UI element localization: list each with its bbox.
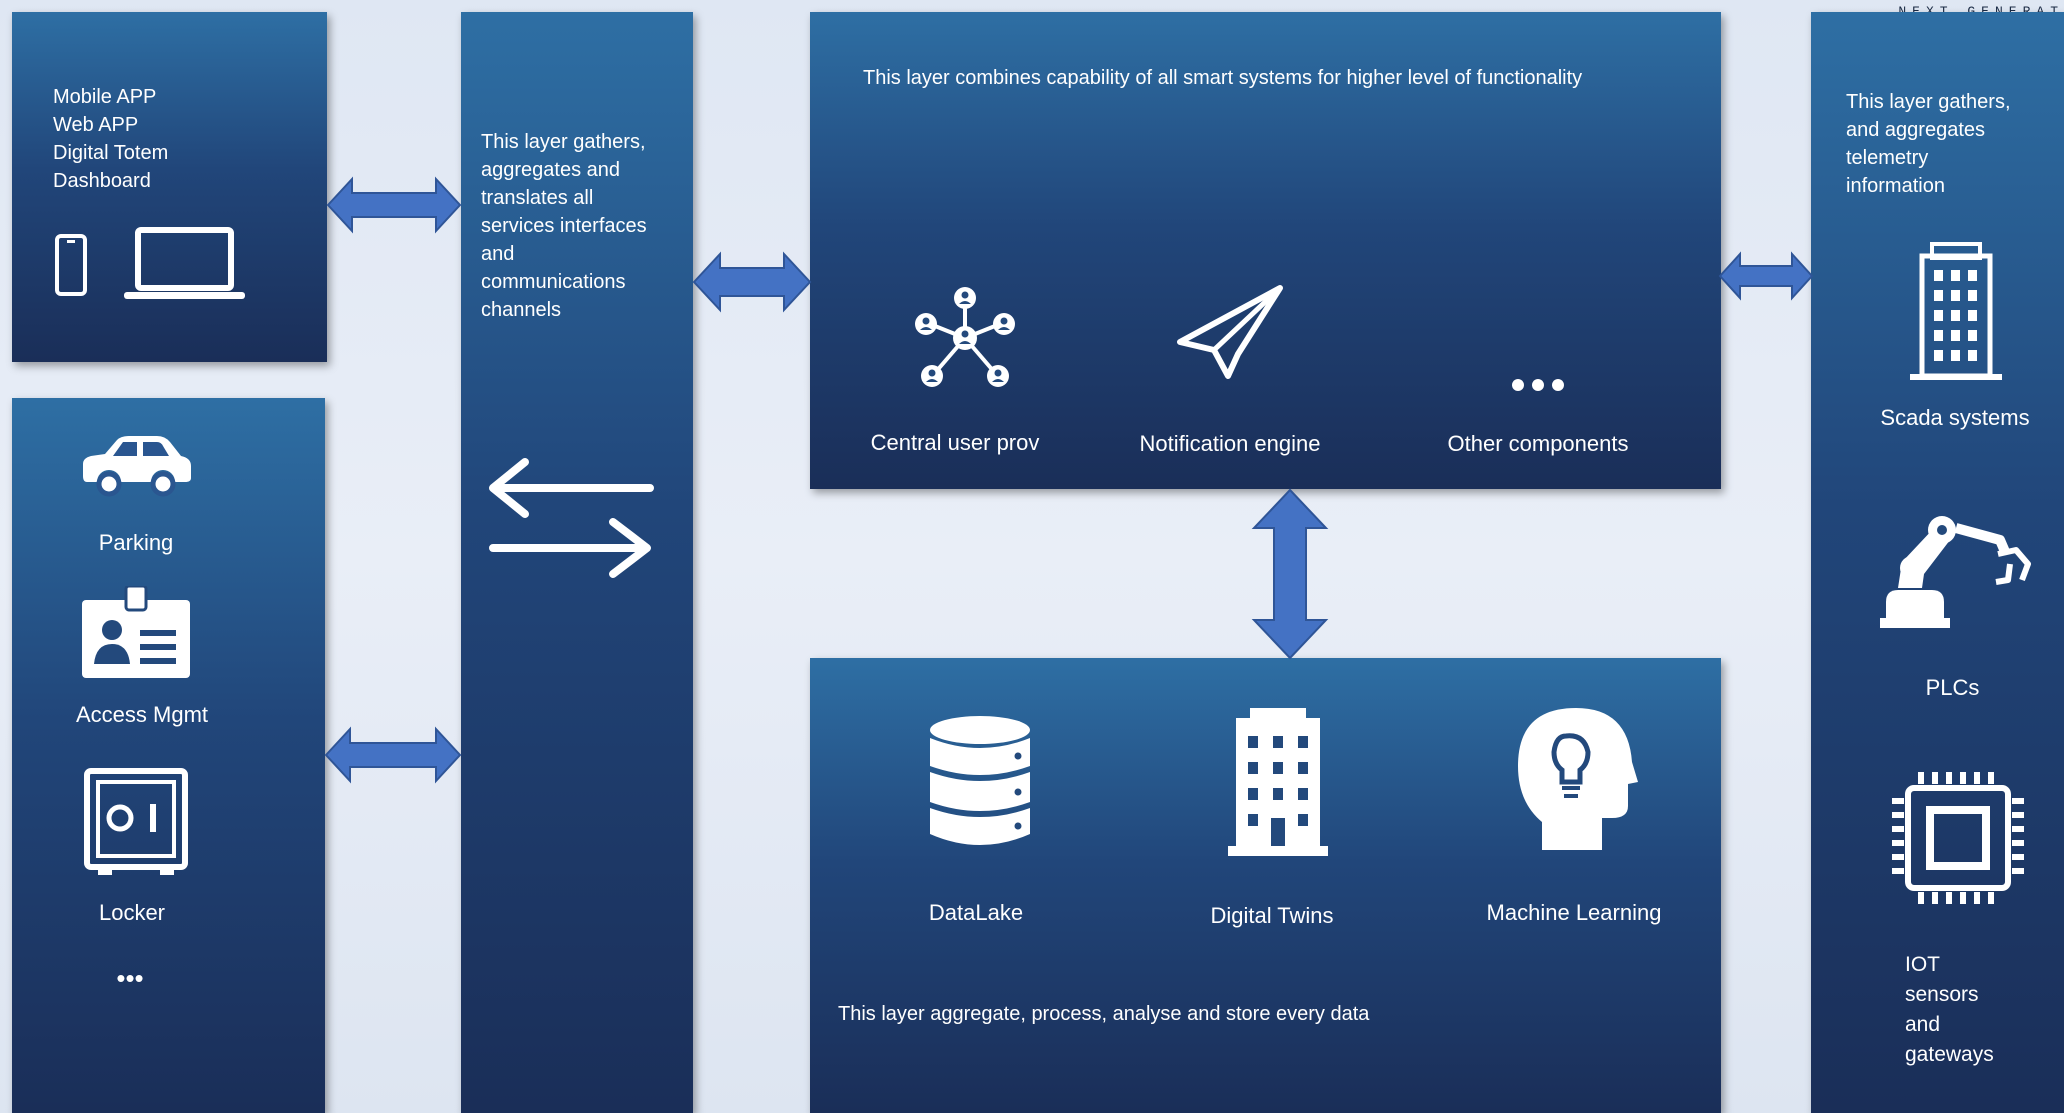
component-label-central-user: Central user prov [870, 430, 1040, 455]
id-badge-icon [82, 586, 190, 678]
services-more-ellipsis: ••• [116, 963, 144, 993]
arrow-smart-telemetry [1718, 251, 1814, 301]
data-label-datalake: DataLake [928, 900, 1024, 925]
arrow-smart-data [1251, 488, 1329, 660]
smart-layer-description: This layer combines capability of all sm… [863, 67, 1583, 89]
channels-list: Mobile APP Web APP Digital Totem Dashboa… [53, 86, 169, 192]
service-label-access: Access Mgmt [75, 702, 209, 727]
component-label-other: Other components [1447, 431, 1629, 456]
data-layer-description: This layer aggregate, process, analyse a… [838, 1003, 1370, 1025]
chip-icon [1892, 772, 2024, 904]
arrow-integration-smart [692, 251, 812, 313]
telemetry-panel [1811, 12, 2064, 1113]
data-label-digital-twins: Digital Twins [1210, 903, 1334, 928]
laptop-icon [124, 227, 245, 299]
channels-panel [12, 12, 327, 362]
smart-systems-panel [810, 12, 1721, 489]
car-icon [83, 436, 191, 497]
data-label-machine-learning: Machine Learning [1486, 900, 1662, 925]
component-label-notification: Notification engine [1139, 431, 1321, 456]
telemetry-description: This layer gathers, and aggregates telem… [1846, 91, 2011, 197]
locker-icon [84, 768, 188, 875]
telemetry-label-plcs: PLCs [1925, 675, 1980, 700]
services-panel [12, 398, 325, 1113]
more-dots-icon [1512, 379, 1564, 391]
integration-layer-panel [461, 12, 693, 1113]
swap-arrows-icon [489, 458, 654, 578]
arrow-channels-integration [326, 176, 462, 234]
paper-plane-icon [1177, 285, 1283, 379]
database-icon [930, 716, 1030, 845]
mobile-icon [55, 234, 87, 296]
service-label-parking: Parking [98, 530, 174, 555]
skyscraper-icon [1910, 242, 2002, 380]
building-icon [1228, 708, 1328, 856]
telemetry-label-scada: Scada systems [1880, 405, 2030, 430]
head-lightbulb-icon [1518, 708, 1638, 850]
arrow-services-integration [324, 726, 462, 784]
network-users-icon [915, 287, 1015, 387]
robot-arm-icon [1880, 516, 2031, 628]
integration-description: This layer gathers, aggregates and trans… [481, 131, 647, 321]
service-label-locker: Locker [98, 900, 166, 925]
telemetry-label-iot: IOT sensors and gateways [1905, 953, 1994, 1066]
